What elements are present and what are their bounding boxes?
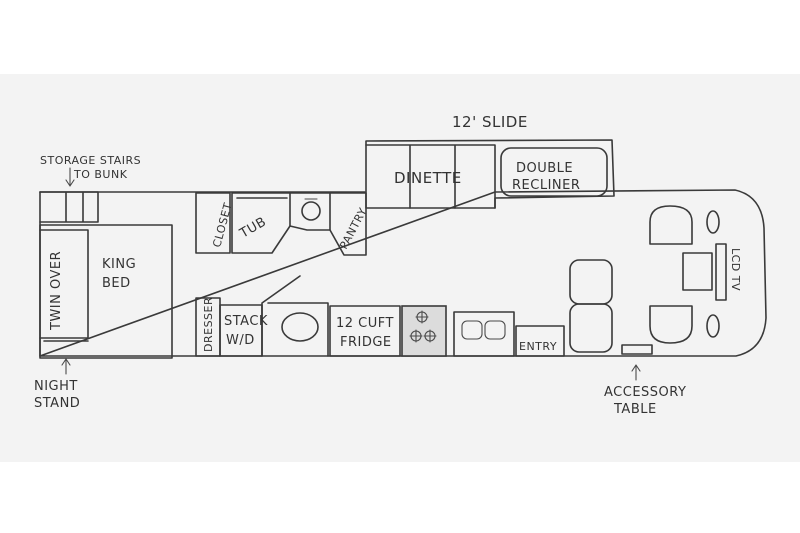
night-stand-label-2: STAND bbox=[34, 396, 80, 411]
passenger-seat bbox=[649, 305, 693, 344]
storage-label-2: TO BUNK bbox=[73, 168, 128, 181]
sink-bowl-1 bbox=[461, 320, 483, 340]
lcd-tv-label: LCD TV bbox=[729, 248, 742, 291]
lcd-tv bbox=[715, 243, 727, 301]
fridge bbox=[329, 305, 401, 357]
dash-knob bbox=[706, 210, 720, 234]
table-label-2: TABLE bbox=[613, 402, 657, 417]
double-recliner-box bbox=[500, 147, 608, 197]
entry-step bbox=[515, 325, 565, 357]
recliner-label-2: RECLINER bbox=[512, 178, 580, 193]
king-bed bbox=[39, 224, 173, 359]
closet bbox=[195, 192, 231, 254]
bath-door bbox=[261, 275, 301, 357]
lavatory-toilet bbox=[281, 312, 319, 342]
center-console bbox=[682, 252, 713, 291]
night-stand-arrow bbox=[61, 358, 71, 375]
pantry-label: PANTRY bbox=[337, 206, 370, 252]
tub-label: TUB bbox=[237, 215, 270, 242]
dinette-label: DINETTE bbox=[394, 169, 462, 187]
cooktop bbox=[401, 305, 447, 357]
entry-label: ENTRY bbox=[519, 340, 557, 353]
table-arrow bbox=[631, 364, 641, 381]
dresser-label: DRESSER bbox=[202, 297, 215, 352]
tub bbox=[231, 192, 291, 254]
recliner-label-1: DOUBLE bbox=[516, 161, 573, 176]
captain-chair-left bbox=[569, 259, 613, 305]
twin-over-bunk bbox=[39, 229, 89, 342]
fridge-label-2: FRIDGE bbox=[340, 335, 392, 350]
passenger-knob bbox=[706, 314, 720, 338]
burner-3-cross bbox=[423, 329, 437, 343]
toilet-top bbox=[301, 201, 321, 221]
closet-label: CLOSET bbox=[210, 201, 234, 249]
king-label-1: KING bbox=[102, 257, 136, 272]
burner-2-cross bbox=[409, 329, 423, 343]
night-stand-label-1: NIGHT bbox=[34, 379, 78, 394]
king-label-2: BED bbox=[102, 276, 131, 291]
driver-seat bbox=[649, 205, 693, 245]
twin-over-label: TWIN OVER bbox=[49, 251, 64, 331]
accessory-table bbox=[621, 344, 653, 355]
stack-label-2: W/D bbox=[226, 333, 255, 348]
slide-label: 12' SLIDE bbox=[452, 113, 528, 131]
storage-label-1: STORAGE STAIRS bbox=[40, 154, 141, 167]
sink-bowl-2 bbox=[484, 320, 506, 340]
paper-background bbox=[0, 74, 800, 462]
captain-chair-left-base bbox=[569, 303, 613, 353]
table-label-1: ACCESSORY bbox=[604, 385, 686, 400]
dinette-box bbox=[365, 144, 496, 209]
storage-arrow bbox=[65, 167, 75, 187]
stack-label-1: STACK bbox=[224, 314, 268, 329]
burner-1-cross bbox=[415, 310, 429, 324]
fridge-label-1: 12 CUFT bbox=[336, 316, 394, 331]
sink-counter bbox=[453, 311, 515, 357]
stack-wd bbox=[219, 304, 263, 357]
pantry bbox=[329, 192, 367, 256]
lav-room bbox=[267, 302, 329, 357]
storage-stairs bbox=[39, 191, 99, 223]
